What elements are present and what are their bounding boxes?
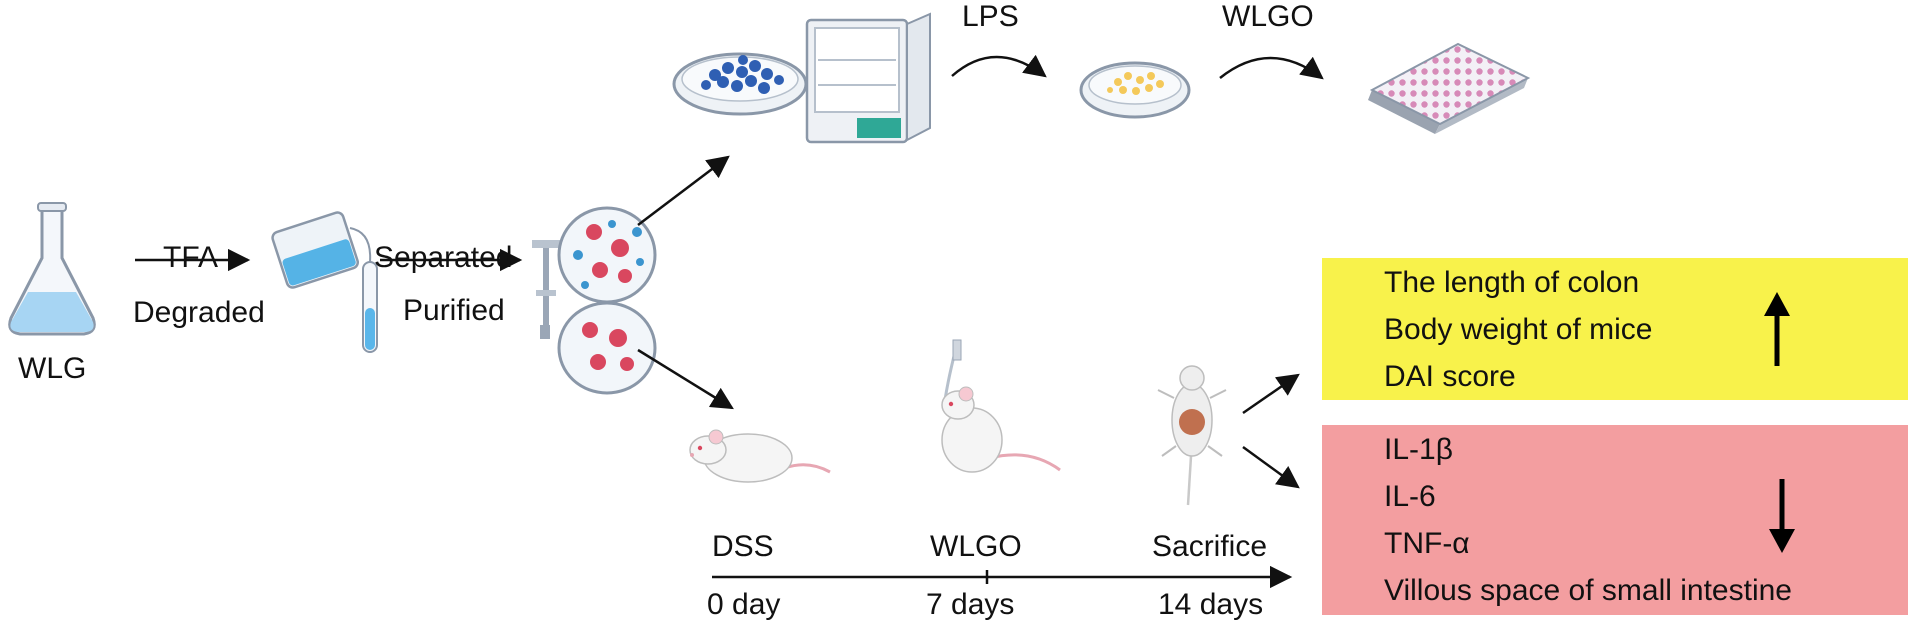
stimulus-label: LPS [962, 0, 1019, 33]
timeline-time-label: 0 day [707, 588, 781, 621]
outcome-item: DAI score [1384, 360, 1516, 393]
outcome-item: The length of colon [1384, 266, 1640, 299]
timeline-event-label: Sacrifice [1152, 530, 1268, 563]
timeline-time-label: 7 days [926, 588, 1015, 621]
dish-mixed-polysaccharide-icon [557, 206, 657, 304]
well-plate-icon [1368, 42, 1531, 134]
step2-bottom-label: Purified [403, 294, 505, 327]
timeline-event-label: DSS [712, 530, 774, 563]
cell-culture-dish-icon [672, 52, 808, 116]
incubator-icon [805, 12, 931, 144]
treatment-label: WLGO [1222, 0, 1314, 33]
dish-purified-polysaccharide-icon [557, 301, 657, 395]
source-label: WLG [18, 352, 87, 385]
arrow-down-icon [1769, 479, 1795, 553]
pouring-beaker-icon [271, 211, 372, 289]
flask-icon [8, 202, 96, 336]
separation-column-icon [532, 240, 560, 339]
timeline-event-label: WLGO [930, 530, 1022, 563]
decreased-outcomes-box: IL-1β IL-6 TNF-α Villous space of small … [1322, 425, 1908, 615]
flow-arrows [135, 54, 1324, 489]
outcome-item: TNF-α [1384, 527, 1470, 560]
step1-bottom-label: Degraded [133, 296, 265, 329]
increased-outcomes-box: The length of colon Body weight of mice … [1322, 258, 1908, 400]
stimulated-cells-dish-icon [1079, 61, 1191, 119]
outcome-item: IL-1β [1384, 433, 1453, 466]
outcome-item: IL-6 [1384, 480, 1436, 513]
timeline-time-label: 14 days [1158, 588, 1264, 621]
mouse-wlgo-gavage-icon [941, 339, 1061, 473]
timeline-axis [712, 565, 1293, 589]
step1-top-label: TFA [163, 241, 219, 274]
step2-top-label: Separated [374, 241, 513, 274]
outcome-item: Body weight of mice [1384, 313, 1653, 346]
mouse-dss-icon [689, 429, 831, 483]
dissected-mouse-icon [1157, 365, 1227, 506]
test-tube-icon [362, 261, 378, 353]
arrow-up-icon [1764, 292, 1790, 366]
outcome-item: Villous space of small intestine [1384, 574, 1792, 607]
